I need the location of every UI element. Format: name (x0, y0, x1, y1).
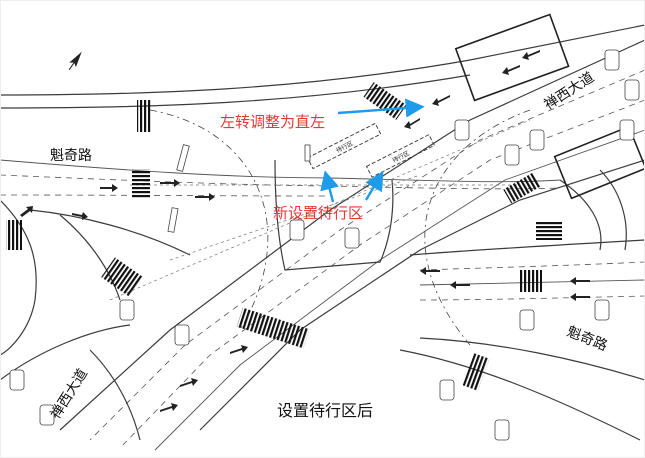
waiting-zone-label-2: 待行区 (391, 149, 411, 164)
car-group-center (289, 219, 360, 249)
north-arrow-icon (68, 51, 82, 71)
annotation-arrow-icon (364, 170, 384, 201)
zebra-crossings (6, 82, 562, 391)
car-group-bottom (439, 379, 510, 441)
annotation-waiting-zone: 新设置待行区 (273, 204, 363, 222)
car-group-top-right (454, 49, 640, 166)
road-label-chanxi-bottom: 禅西大道 (48, 366, 91, 422)
road-label-kuiqi-left: 魁奇路 (50, 147, 92, 164)
island-bars (167, 144, 311, 233)
car-group-left (9, 299, 190, 426)
annotation-arrow-icon (320, 170, 339, 203)
annotation-arrow-icon (337, 98, 425, 118)
road-label-chanxi-top: 禅西大道 (541, 69, 597, 113)
lane-arrows (20, 50, 590, 412)
road-label-kuiqi-right: 魁奇路 (565, 323, 610, 354)
caption: 设置待行区后 (277, 401, 373, 420)
car-group-right (519, 299, 610, 331)
annotation-left-turn: 左转调整为直左 (220, 113, 325, 131)
vehicles (9, 49, 640, 441)
